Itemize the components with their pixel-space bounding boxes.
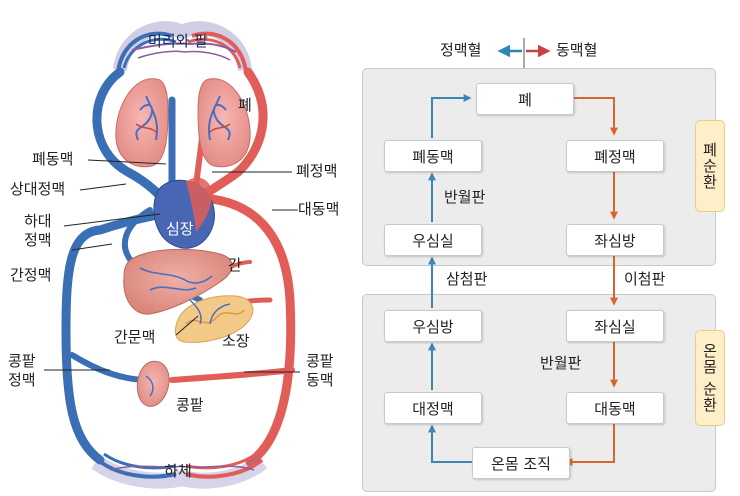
legend-arterial-blood: 동맥혈 — [556, 41, 598, 59]
legend-venous-blood: 정맥혈 — [440, 41, 482, 59]
lower-body-capillaries — [91, 452, 268, 489]
node-left-atrium: 좌심방 — [566, 224, 664, 256]
label-tricuspid-valve: 삼첨판 — [446, 270, 488, 288]
node-pulmonary-vein: 폐정맥 — [566, 140, 664, 172]
lungs — [115, 78, 251, 168]
label-head-and-arms: 머리와 팔 — [148, 32, 208, 50]
tag-systemic-circulation-text: 온몸 순환 — [700, 343, 719, 413]
label-semilunar-valve-pulmonary: 반월판 — [444, 188, 486, 206]
node-right-ventricle: 우심실 — [384, 224, 482, 256]
liver — [123, 248, 233, 315]
circulatory-system-illustration — [44, 21, 300, 489]
label-pulmonary-vein: 폐정맥 — [296, 162, 338, 180]
legend-arrows — [497, 38, 551, 68]
node-right-atrium: 우심방 — [384, 310, 482, 342]
heart — [153, 177, 215, 249]
label-heart: 심장 — [166, 220, 194, 238]
tag-systemic-circulation: 온몸 순환 — [695, 330, 725, 426]
kidney — [136, 360, 170, 407]
node-left-ventricle: 좌심실 — [566, 310, 664, 342]
label-aorta: 대동맥 — [298, 200, 340, 218]
tag-pulmonary-circulation: 폐순환 — [695, 120, 725, 212]
label-semilunar-valve-aortic: 반월판 — [540, 354, 582, 372]
tag-pulmonary-circulation-text: 폐순환 — [700, 142, 719, 190]
arterial-flow-arrows — [564, 97, 618, 466]
node-body-tissue: 온몸 조직 — [472, 447, 570, 479]
label-small-intestine: 소장 — [222, 332, 250, 350]
label-lung: 폐 — [238, 96, 252, 114]
venous-flow-arrows — [428, 94, 476, 463]
label-kidney: 콩팥 — [176, 396, 204, 414]
label-bicuspid-valve: 이첨판 — [624, 270, 666, 288]
node-lung: 폐 — [476, 83, 574, 115]
small-intestine — [174, 295, 254, 343]
label-renal-vein: 콩팥 정맥 — [8, 352, 36, 389]
node-aorta: 대동맥 — [566, 392, 664, 424]
label-pulmonary-artery: 폐동맥 — [32, 150, 74, 168]
label-superior-vena-cava: 상대정맥 — [10, 180, 66, 198]
node-pulmonary-artery: 폐동맥 — [384, 140, 482, 172]
label-hepatic-portal-vein: 간문맥 — [114, 328, 156, 346]
label-lower-body: 하체 — [164, 462, 192, 480]
label-inferior-vena-cava: 하대 정맥 — [24, 212, 52, 249]
head-arm-capillaries — [113, 21, 252, 73]
label-liver: 간 — [228, 256, 242, 274]
label-renal-artery: 콩팥 동맥 — [306, 352, 334, 389]
label-pointers — [44, 159, 300, 373]
label-hepatic-vein: 간정맥 — [10, 266, 52, 284]
node-vena-cava: 대정맥 — [384, 392, 482, 424]
